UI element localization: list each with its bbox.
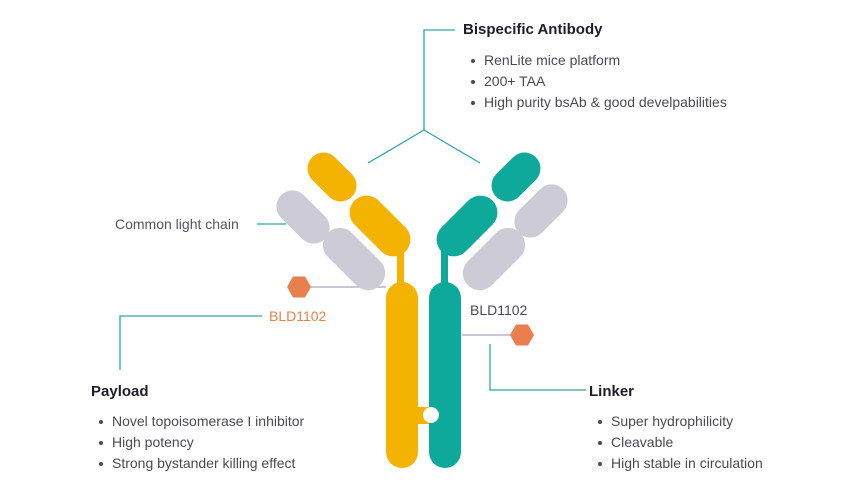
list-item: Super hydrophilicity: [597, 411, 763, 432]
linker-leader-line: [489, 344, 586, 391]
payload-code-right: BLD1102: [470, 302, 528, 318]
payload-list: Novel topoisomerase I inhibitor High pot…: [98, 411, 304, 474]
stem-notch: [423, 407, 439, 423]
list-item: High stable in circulation: [597, 453, 763, 474]
bispecific-left-branch-line: [367, 129, 425, 164]
bispecific-list: RenLite mice platform 200+ TAA High puri…: [470, 50, 727, 113]
left-light-chain-upper: [276, 190, 330, 244]
list-item: High potency: [98, 432, 304, 453]
left-heavy-arm-lower: [349, 195, 411, 257]
heavy-chain-left: [307, 152, 444, 468]
linker-list: Super hydrophilicity Cleavable High stab…: [597, 411, 763, 474]
list-item: RenLite mice platform: [470, 50, 727, 71]
right-light-chain-lower: [462, 227, 526, 291]
list-item: Strong bystander killing effect: [98, 453, 304, 474]
payload-heading: Payload: [91, 383, 149, 400]
light-chain-label: Common light chain: [115, 216, 239, 232]
light-chains: [276, 184, 568, 291]
left-heavy-stem: [386, 282, 418, 468]
right-light-chain-upper: [514, 184, 568, 238]
right-hinge: [441, 250, 448, 292]
list-item: Cleavable: [597, 432, 763, 453]
bispecific-right-branch-line: [423, 129, 481, 164]
right-heavy-arm-upper: [491, 152, 541, 202]
list-item: Novel topoisomerase I inhibitor: [98, 411, 304, 432]
list-item: 200+ TAA: [470, 71, 727, 92]
right-heavy-arm-lower: [436, 195, 498, 257]
left-heavy-arm-upper: [307, 152, 357, 202]
list-item: High purity bsAb & good develpabilities: [470, 92, 727, 113]
right-payload-hexagon: [510, 324, 534, 346]
bispecific-heading: Bispecific Antibody: [463, 21, 603, 38]
right-heavy-stem: [429, 282, 461, 468]
left-hinge: [397, 250, 404, 292]
leader-lines: [119, 29, 586, 391]
payload-leader-line: [119, 315, 262, 370]
left-payload-hexagon: [287, 276, 311, 298]
bispecific-leader-line: [423, 29, 455, 130]
heavy-chain-right: [429, 152, 541, 468]
linker-heading: Linker: [589, 383, 635, 400]
payload-code-left: BLD1102: [269, 308, 327, 324]
